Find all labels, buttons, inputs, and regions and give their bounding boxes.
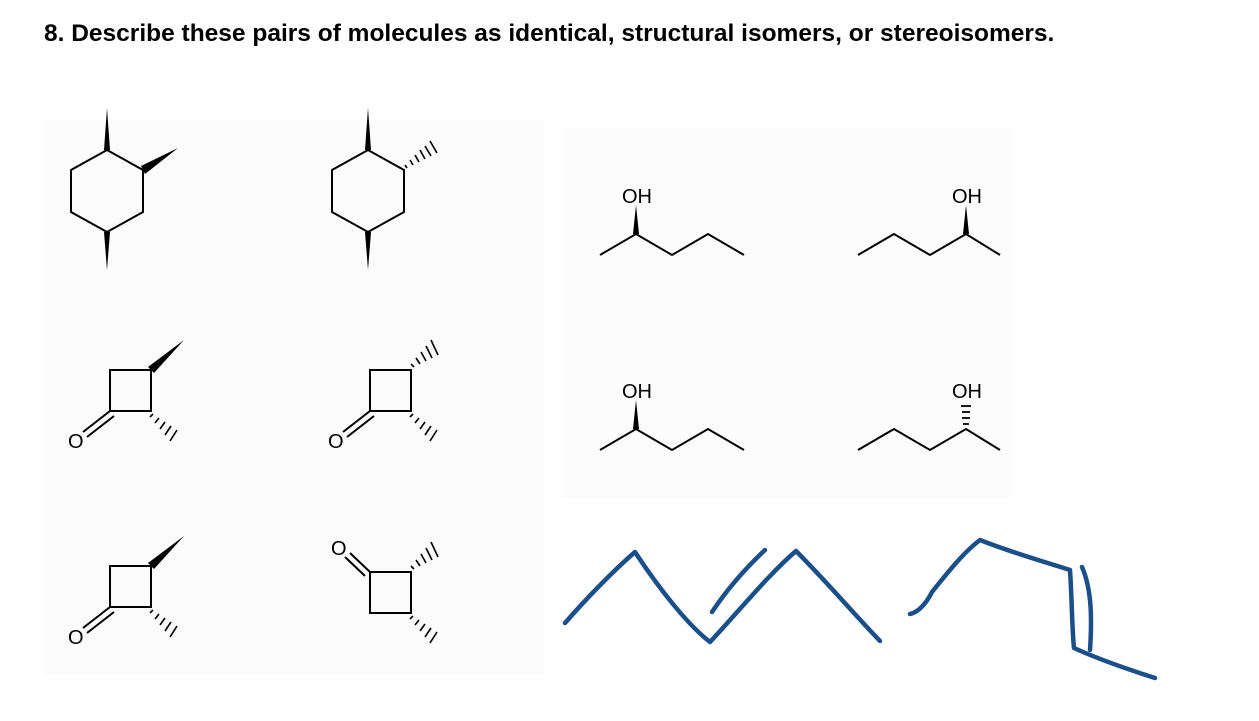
wedge-bond: [141, 148, 178, 174]
wedge-bond: [365, 232, 371, 270]
molecule-2b-dimethylcyclobutanone: [342, 339, 439, 442]
molecule-1b-trimethylcyclohexane: [331, 108, 438, 270]
wedge-bond: [633, 400, 639, 429]
hash-bond: [149, 609, 178, 638]
hash-bond: [961, 405, 971, 425]
molecule-3b-dimethylcyclobutanone: [344, 541, 439, 644]
question-text: 8. Describe these pairs of molecules as …: [44, 20, 1055, 47]
carbonyl-oxygen-label: O: [68, 431, 84, 453]
carbonyl-oxygen-label: O: [68, 627, 84, 649]
wedge-bond: [104, 108, 110, 150]
hash-bond: [409, 615, 438, 644]
hash-bond: [410, 339, 439, 368]
hash-bond: [404, 140, 438, 169]
wedge-bond: [365, 108, 371, 150]
hydroxyl-label: OH: [952, 381, 982, 403]
scan-panel-left: [44, 120, 544, 675]
hydroxyl-label: OH: [952, 186, 982, 208]
hydroxyl-label: OH: [622, 381, 652, 403]
wedge-bond: [148, 340, 184, 373]
wedge-bond: [104, 232, 110, 270]
molecule-2a-dimethylcyclobutanone: [82, 340, 184, 442]
hash-bond: [149, 413, 178, 442]
carbonyl-oxygen-label: O: [328, 431, 344, 453]
wedge-bond: [633, 205, 639, 234]
wedge-bond: [148, 536, 184, 569]
molecule-2d-pentanol: [857, 405, 1001, 452]
scan-panel-right: [562, 128, 1012, 498]
molecule-1d-pentanol: [857, 205, 1001, 257]
wedge-bond: [963, 205, 969, 234]
carbonyl-oxygen-label: O: [331, 538, 347, 560]
molecule-1c-pentanol: [599, 205, 745, 257]
molecule-1a-trimethylcyclohexane: [70, 108, 178, 270]
handwritten-structure-right: [907, 537, 1158, 681]
molecule-2c-pentanol: [599, 400, 745, 452]
hash-bond: [409, 413, 438, 442]
handwritten-structure-left: [562, 547, 883, 645]
molecule-3a-dimethylcyclobutanone: [82, 536, 184, 638]
hydroxyl-label: OH: [622, 186, 652, 208]
hash-bond: [410, 541, 439, 570]
